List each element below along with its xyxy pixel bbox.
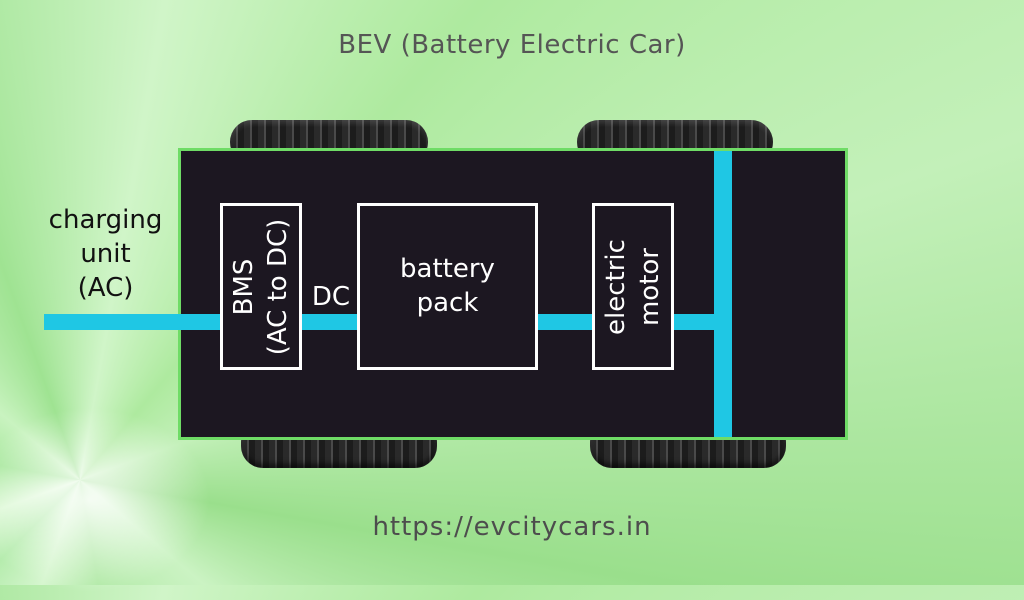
- diagram-title: BEV (Battery Electric Car): [338, 30, 686, 60]
- wire-charging-input: [44, 314, 224, 330]
- battery-pack-line1: battery: [400, 254, 495, 284]
- rear-axle: [714, 151, 732, 437]
- charging-unit-line3: (AC): [77, 273, 134, 303]
- battery-pack-line2: pack: [416, 288, 479, 318]
- electric-motor-box: electric motor: [592, 203, 674, 370]
- bms-line2: (AC to DC): [263, 218, 293, 355]
- bms-box: BMS (AC to DC): [220, 203, 302, 370]
- battery-pack-label: battery pack: [360, 252, 535, 320]
- charging-unit-label: charging unit (AC): [38, 203, 173, 305]
- bms-label: BMS (AC to DC): [227, 218, 295, 355]
- dc-label: DC: [311, 282, 351, 312]
- charging-unit-line1: charging: [48, 205, 163, 235]
- wire-battery-to-motor: [537, 314, 595, 330]
- electric-motor-line1: electric: [601, 238, 631, 335]
- battery-pack-box: battery pack: [357, 203, 538, 370]
- wire-motor-to-axle: [672, 314, 716, 330]
- bms-line1: BMS: [229, 258, 259, 315]
- wire-bms-to-battery: [300, 314, 360, 330]
- electric-motor-label: electric motor: [599, 239, 667, 335]
- electric-motor-line2: motor: [635, 247, 665, 326]
- source-url: https://evcitycars.in: [372, 512, 652, 542]
- charging-unit-line2: unit: [80, 239, 131, 269]
